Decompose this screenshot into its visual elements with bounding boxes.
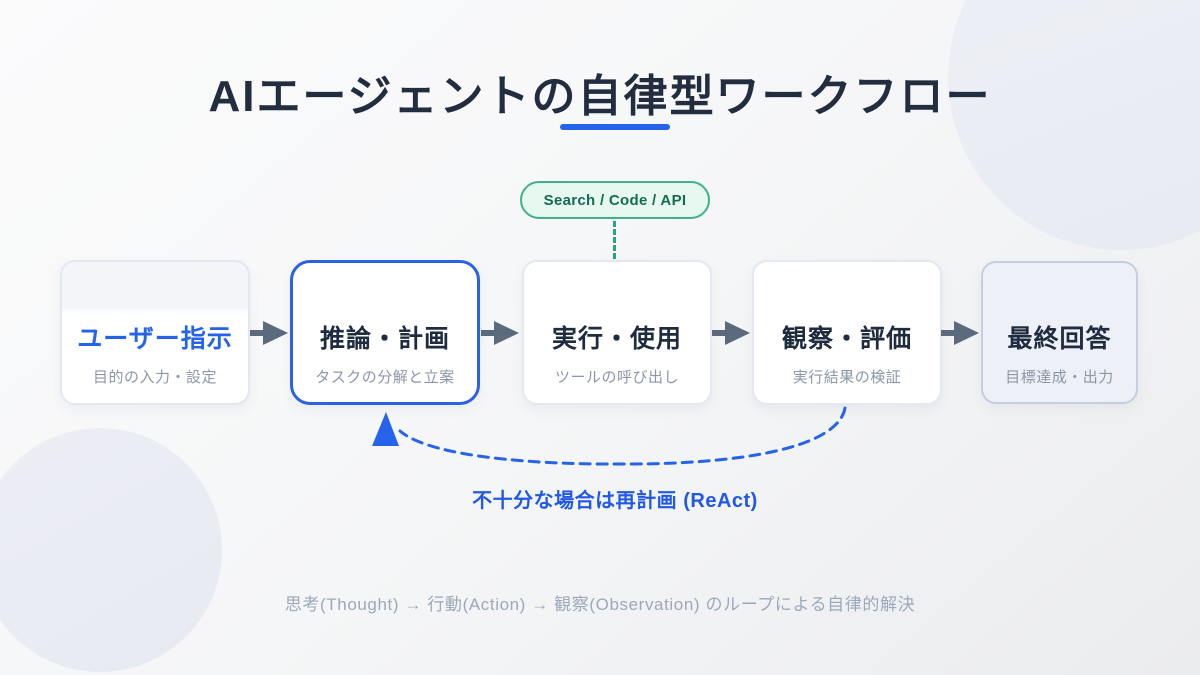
step-title: ユーザー指示	[77, 324, 233, 353]
step-subtitle: 目標達成・出力	[1005, 368, 1114, 386]
step-subtitle: タスクの分解と立案	[315, 368, 455, 386]
step-title: 推論・計画	[319, 324, 450, 353]
step-execution-tool-use: 実行・使用 ツールの呼び出し	[522, 260, 712, 405]
title-highlight-underlined: 自律	[577, 72, 670, 121]
step-reasoning-planning: 推論・計画 タスクの分解と立案	[290, 260, 480, 405]
step-title: 最終回答	[1007, 324, 1112, 353]
flow-arrow-icon	[481, 321, 519, 345]
flow-arrow-icon	[941, 321, 979, 345]
badge-connector-dashed-line	[613, 221, 616, 259]
feedback-loop-label: 不十分な場合は再計画 (ReAct)	[472, 490, 758, 512]
page-title: AIエージェントの自律型ワークフロー	[0, 72, 1200, 123]
step-title: 実行・使用	[551, 324, 682, 353]
tools-badge-label: Search / Code / API	[543, 191, 687, 209]
decor-circle-bottom-left	[0, 428, 222, 672]
step-final-answer: 最終回答 目標達成・出力	[981, 261, 1138, 404]
step-subtitle: 実行結果の検証	[792, 368, 902, 386]
step-subtitle: ツールの呼び出し	[554, 368, 679, 386]
tools-badge: Search / Code / API	[520, 181, 710, 219]
step-user-instruction: ユーザー指示 目的の入力・設定	[60, 260, 250, 405]
flow-arrow-icon	[712, 321, 750, 345]
decor-circle-top-right	[948, 0, 1200, 250]
step-observation-evaluation: 観察・評価 実行結果の検証	[752, 260, 942, 405]
title-post: 型ワークフロー	[669, 72, 992, 121]
step-subtitle: 目的の入力・設定	[92, 368, 217, 386]
step-title: 観察・評価	[781, 324, 912, 353]
title-pre: AIエージェントの	[208, 72, 578, 121]
footer-caption: 思考(Thought) → 行動(Action) → 観察(Observatio…	[284, 595, 916, 614]
flow-arrow-icon	[250, 321, 288, 345]
